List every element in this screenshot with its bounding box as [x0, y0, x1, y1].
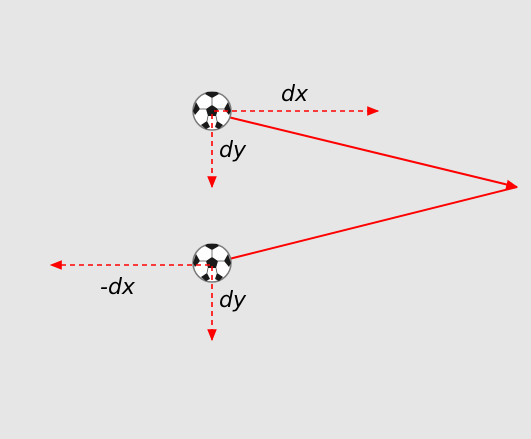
neg-dx-label: -dx — [100, 275, 136, 300]
dy-bottom-label: dy — [219, 288, 247, 313]
trajectory-out — [211, 186, 518, 266]
dy-top-label: dy — [219, 138, 247, 163]
dx-label: dx — [281, 82, 309, 107]
trajectory-in — [227, 116, 519, 190]
